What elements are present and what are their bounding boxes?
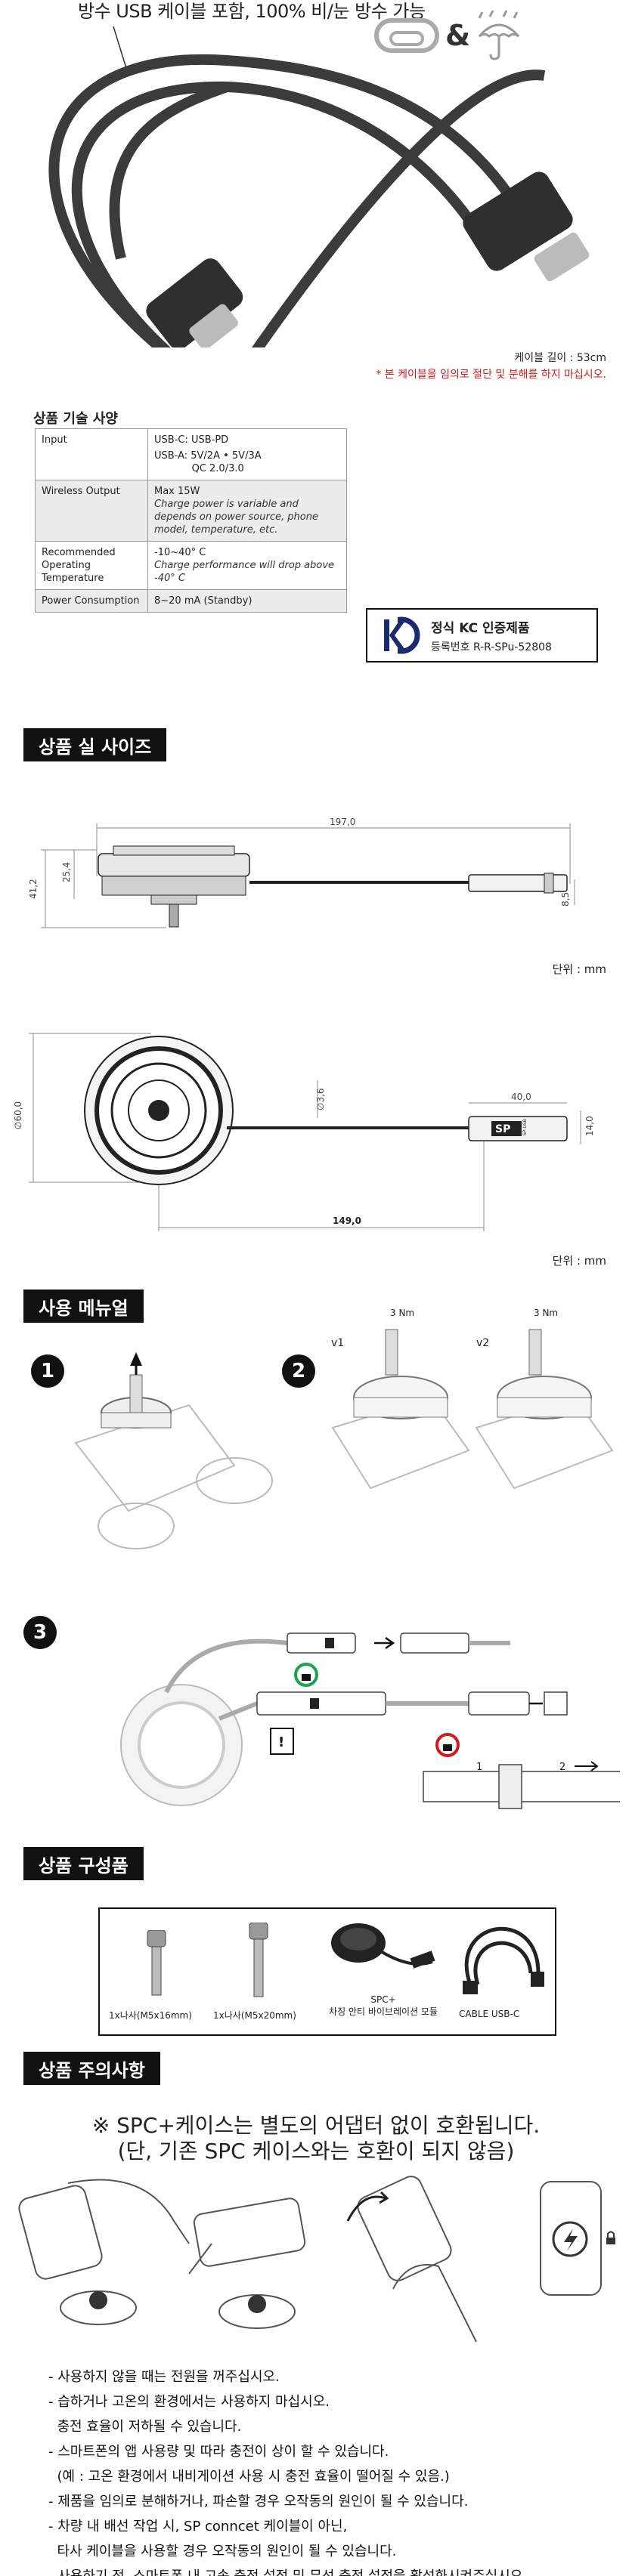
- seq-1-label: 1: [476, 1762, 482, 1773]
- spec-line: USB-A: 5V/2A • 5V/3A: [154, 450, 262, 462]
- kc-cert-box: 정식 KC 인증제품 등록번호 R-R-SPu-52808: [366, 608, 598, 663]
- torque-label-v1: 3 Nm: [390, 1308, 414, 1318]
- caution-item: - 습하거나 고온의 환경에서는 사용하지 마십시오.: [48, 2394, 330, 2410]
- spec-line: 8~20 mA (Standby): [154, 595, 252, 607]
- spec-value: -10~40° C Charge performance will drop a…: [147, 541, 347, 590]
- component-label: 1x나사(M5x16mm): [109, 2010, 192, 2021]
- dim-height-total: 41,2: [28, 879, 39, 899]
- spec-line: QC 2.0/3.0: [154, 463, 244, 474]
- caution-item: - 사용하기 전, 스마트폰 내 고속 충전 설정 및 무선 충전 설정을 활성…: [48, 2564, 623, 2576]
- screw-16-image: [147, 1930, 166, 1996]
- caution-item: - 제품을 임의로 분해하거나, 파손할 경우 오작동의 원인이 될 수 있습니…: [48, 2494, 469, 2510]
- usb-c-icon: [374, 18, 439, 53]
- svg-text:!: !: [278, 1734, 284, 1750]
- caution-item: (예 : 고온 환경에서 내비게이션 사용 시 충전 효율이 떨어질 수 있음.…: [48, 2469, 450, 2485]
- caution-item: - 사용하지 않을 때는 전원을 꺼주십시오.: [48, 2369, 280, 2385]
- dim-cable: ∅3,6: [315, 1088, 326, 1110]
- spec-key: Power Consumption: [35, 589, 148, 613]
- spec-line: USB-C: USB-PD: [154, 434, 229, 446]
- table-row: Recommended Operating Temperature -10~40…: [35, 541, 347, 590]
- charging-module-image: [331, 1923, 435, 1969]
- dim-cable-dia: 8,5: [560, 892, 571, 907]
- spec-line: -10~40° C: [154, 547, 206, 558]
- side-view-drawing: 197,0 41,2 25,4 8,5: [28, 817, 575, 928]
- step-2-illustration: 3 Nm 3 Nm v1 v2: [331, 1308, 614, 1490]
- dim-length: 197,0: [330, 817, 355, 827]
- spec-line: Max 15W: [154, 486, 200, 497]
- umbrella-icon: [478, 10, 520, 60]
- cable-warning: * 본 케이블을 임의로 절단 및 분해를 하지 마십시오.: [376, 369, 606, 381]
- caution-item: - 스마트폰의 앱 사용량 및 따라 충전이 상이 할 수 있습니다.: [48, 2444, 389, 2460]
- compat-line-2: (단, 기존 SPC 케이스와는 호환이 되지 않음): [117, 2139, 515, 2164]
- cable-length: 케이블 길이 : 53cm: [514, 352, 606, 364]
- manual-section-header: 사용 메뉴얼: [23, 1290, 144, 1323]
- step-1-badge: 1: [31, 1354, 64, 1388]
- dim-plug-h: 14,0: [584, 1116, 595, 1136]
- dim-height-body: 25,4: [61, 862, 72, 882]
- spec-value: USB-C: USB-PD USB-A: 5V/2A • 5V/3A QC 2.…: [147, 428, 347, 480]
- step-2-badge: 2: [282, 1354, 315, 1388]
- spec-value: 8~20 mA (Standby): [147, 589, 347, 613]
- caution-list: - 사용하지 않을 때는 전원을 꺼주십시오. - 습하거나 고온의 환경에서는…: [48, 2364, 623, 2576]
- caution-item: - 차량 내 배선 작업 시, SP conncet 케이블이 아닌,: [48, 2519, 348, 2534]
- component-label: SPC+ 차징 안티 바이브레이션 모듈: [329, 1994, 438, 2017]
- component-label: 1x나사(M5x20mm): [213, 2010, 296, 2021]
- hero-icons: &: [374, 9, 522, 62]
- caution-item: 타사 케이블을 사용할 경우 오작동의 원인이 될 수 있습니다.: [48, 2544, 397, 2559]
- unit-label-side: 단위 : mm: [552, 962, 606, 976]
- spec-key: Wireless Output: [35, 480, 148, 542]
- unit-label-top: 단위 : mm: [552, 1254, 606, 1268]
- table-row: Power Consumption 8~20 mA (Standby): [35, 589, 347, 613]
- spec-table: Input USB-C: USB-PD USB-A: 5V/2A • 5V/3A…: [35, 428, 347, 613]
- step-3-badge: 3: [23, 1616, 57, 1649]
- screw-20-image: [249, 1923, 268, 1997]
- components-section-header: 상품 구성품: [23, 1847, 144, 1880]
- waterproof-text: 방수 USB 케이블 포함, 100% 비/눈 방수 가능: [78, 1, 426, 22]
- compat-line-1: ※ SPC+케이스는 별도의 어댑터 없이 호환됩니다.: [91, 2113, 541, 2138]
- kc-logo: [383, 616, 420, 654]
- step-3-illustration: ! 1 2: [120, 1632, 620, 1809]
- usb-c-cable-image: [463, 1926, 544, 1994]
- spec-title: 상품 기술 사양: [33, 411, 118, 427]
- brand-logo-text: SP: [495, 1123, 510, 1135]
- kc-sub-text: 등록번호 R-R-SPu-52808: [431, 641, 552, 653]
- spec-key: Recommended Operating Temperature: [35, 541, 148, 590]
- step-1-illustration: [74, 1352, 273, 1549]
- hero-header: 방수 USB 케이블 포함, 100% 비/눈 방수 가능: [0, 0, 632, 23]
- torque-label-v2: 3 Nm: [534, 1308, 558, 1318]
- table-row: Wireless Output Max 15W Charge power is …: [35, 480, 347, 542]
- v2-label: v2: [476, 1337, 489, 1349]
- dim-total: 149,0: [333, 1215, 361, 1226]
- caution-section-header: 상품 주의사항: [23, 2052, 160, 2085]
- table-row: Input USB-C: USB-PD USB-A: 5V/2A • 5V/3A…: [35, 428, 347, 480]
- caution-item: 충전 효율이 저하될 수 있습니다.: [48, 2419, 242, 2435]
- components-box: 1x나사(M5x16mm) 1x나사(M5x20mm) SPC+ 차징 안티 바…: [98, 1907, 556, 2036]
- size-section-header: 상품 실 사이즈: [23, 728, 167, 761]
- spec-key: Input: [35, 428, 148, 480]
- kc-main-text: 정식 KC 인증제품: [431, 620, 530, 636]
- seq-2-label: 2: [559, 1762, 565, 1773]
- caution-illustrations: [18, 2176, 615, 2343]
- v1-label: v1: [331, 1337, 344, 1349]
- spec-note: Charge power is variable and depends on …: [154, 499, 318, 536]
- component-label: CABLE USB-C: [459, 2009, 520, 2019]
- ampersand: &: [445, 19, 471, 52]
- usb-cable-image: [48, 26, 590, 347]
- dim-dia: ∅60,0: [13, 1101, 23, 1129]
- svg-text:SP-USB: SP-USB: [522, 1119, 528, 1135]
- top-view-drawing: SP SP-USB ∅60,0 ∅3,6 40,0 14,0 149,0: [13, 1033, 595, 1231]
- dim-plug-len: 40,0: [511, 1092, 531, 1102]
- spec-value: Max 15W Charge power is variable and dep…: [147, 480, 347, 542]
- spec-note: Charge performance will drop above -40° …: [154, 560, 335, 584]
